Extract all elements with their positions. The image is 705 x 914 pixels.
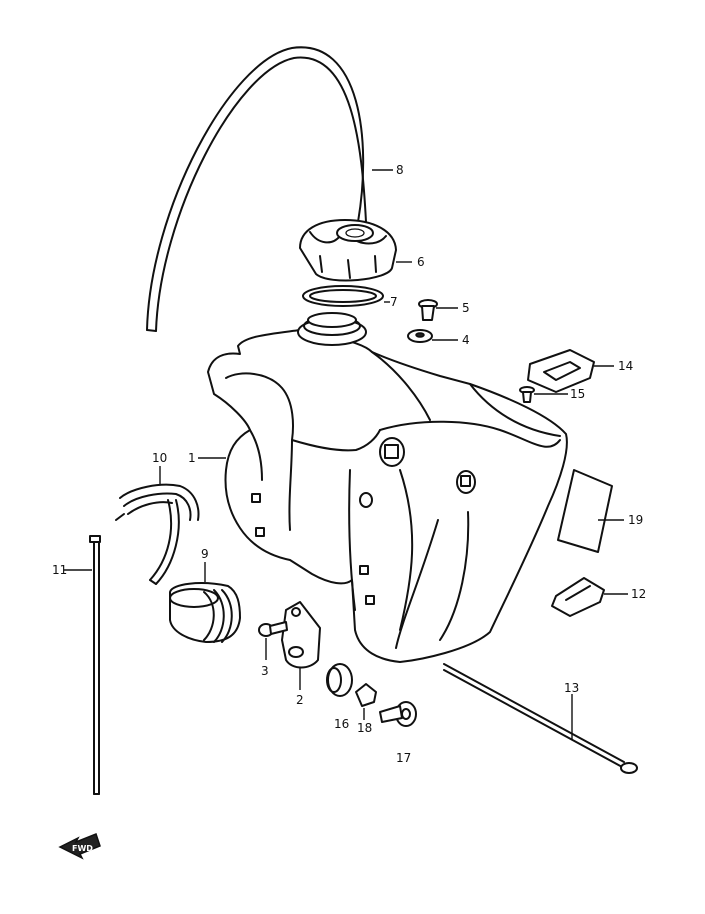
leader-lines bbox=[64, 169, 628, 740]
cable-tie-13 bbox=[443, 663, 638, 774]
screw-15 bbox=[519, 386, 535, 403]
callout-16: 16 bbox=[334, 717, 349, 731]
bolt-3 bbox=[258, 621, 288, 637]
callout-18: 18 bbox=[357, 721, 372, 735]
callout-14: 14 bbox=[618, 359, 633, 373]
hose-9 bbox=[169, 582, 241, 643]
callout-8: 8 bbox=[396, 163, 404, 177]
fuel-cap bbox=[299, 219, 397, 282]
callout-3: 3 bbox=[261, 664, 269, 678]
fuel-tank bbox=[207, 312, 568, 663]
screw-5 bbox=[418, 299, 438, 321]
cable-tie-11 bbox=[89, 535, 101, 795]
callout-4: 4 bbox=[462, 333, 470, 347]
callout-9: 9 bbox=[201, 547, 209, 561]
cap-gasket bbox=[302, 285, 384, 307]
cushion-12 bbox=[551, 577, 605, 617]
bolt-17 bbox=[379, 701, 417, 727]
callout-5: 5 bbox=[462, 301, 470, 315]
grommet-16 bbox=[326, 663, 353, 697]
collar-18 bbox=[355, 683, 377, 707]
pad-19 bbox=[557, 469, 613, 553]
callout-10: 10 bbox=[152, 451, 167, 465]
callout-13: 13 bbox=[564, 681, 579, 695]
hose-clip-10 bbox=[115, 483, 200, 585]
callout-19: 19 bbox=[628, 513, 643, 527]
fwd-label: FWD bbox=[72, 844, 93, 853]
fwd-arrow: FWD bbox=[58, 833, 101, 860]
callout-1: 1 bbox=[188, 451, 196, 465]
callout-15: 15 bbox=[570, 387, 585, 401]
breather-hose bbox=[146, 46, 367, 332]
callout-7: 7 bbox=[390, 295, 398, 309]
bracket-14 bbox=[527, 349, 595, 393]
callout-11: 11 bbox=[52, 563, 67, 577]
callout-2: 2 bbox=[296, 693, 304, 707]
callout-17: 17 bbox=[396, 751, 411, 765]
callout-12: 12 bbox=[631, 587, 646, 601]
washer-4 bbox=[407, 329, 433, 343]
callout-6: 6 bbox=[417, 255, 425, 269]
bracket-2 bbox=[281, 601, 321, 669]
